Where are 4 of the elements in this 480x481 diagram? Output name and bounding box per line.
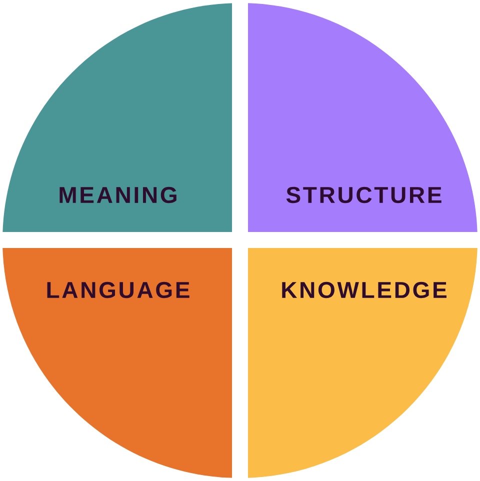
quadrant: KNOWLEDGE [248,248,478,478]
quadrant: LANGUAGE [2,248,232,478]
quadrant: MEANING [2,3,232,232]
quadrant: STRUCTURE [248,3,478,232]
